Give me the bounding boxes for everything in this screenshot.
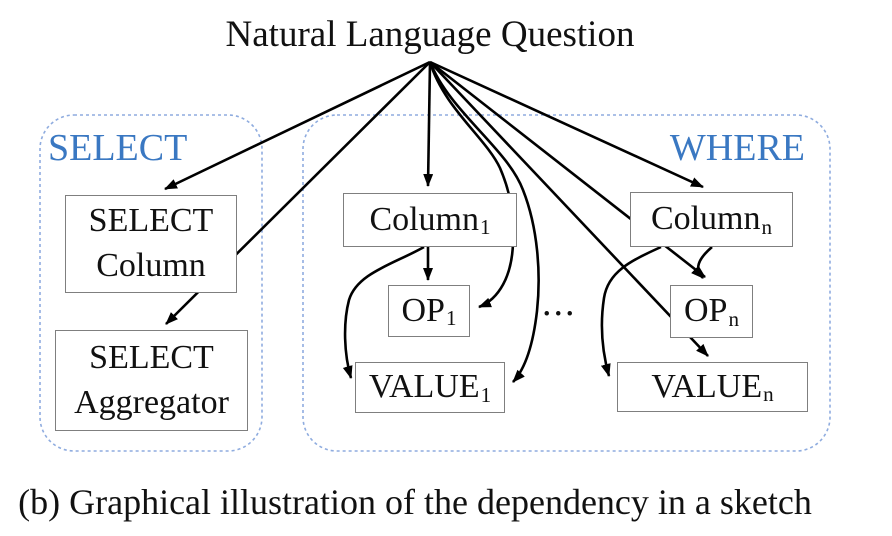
arrow-question-to-value-n <box>429 61 709 357</box>
arrow-question-to-column-1 <box>423 61 434 187</box>
node-value-n: VALUEn <box>617 362 808 412</box>
arrow-column-n-to-value-n <box>600 245 662 377</box>
node-op-n-subscript: n <box>728 306 739 331</box>
node-value-1: VALUE1 <box>355 362 505 413</box>
node-select-column-line1: SELECT <box>88 202 214 240</box>
arrow-question-to-select-column <box>164 60 431 191</box>
node-select-aggregator: SELECT Aggregator <box>55 330 248 431</box>
node-column-n-label: Column <box>650 200 761 238</box>
figure-caption: (b) Graphical illustration of the depend… <box>18 482 812 522</box>
arrow-column-n-to-op-n <box>690 246 713 279</box>
node-op-n: OPn <box>670 285 753 338</box>
node-column-n: Columnn <box>630 192 793 247</box>
node-column-1: Column1 <box>343 193 517 247</box>
node-value-n-label: VALUE <box>651 367 763 405</box>
node-select-aggregator-line2: Aggregator <box>74 383 229 421</box>
node-value-1-label: VALUE <box>368 368 480 406</box>
select-region-label: SELECT <box>48 127 188 169</box>
node-op-n-label: OP <box>683 292 728 330</box>
where-region-label: WHERE <box>669 127 805 169</box>
where-region-outline <box>302 114 831 452</box>
arrow-question-to-column-n <box>429 60 704 189</box>
node-value-1-subscript: 1 <box>480 382 492 407</box>
node-value-n-subscript: n <box>763 382 774 407</box>
arrow-question-to-value-1 <box>428 61 540 383</box>
node-column-1-subscript: 1 <box>480 215 491 240</box>
node-column-n-subscript: n <box>761 214 773 239</box>
node-op-1-subscript: 1 <box>445 306 457 331</box>
diagram-title: Natural Language Question <box>225 14 635 55</box>
node-select-aggregator-line1: SELECT <box>89 338 214 376</box>
node-op-1: OP1 <box>388 285 470 337</box>
arrow-question-to-op-1 <box>428 61 515 309</box>
ellipsis-between-where-slots: ... <box>542 282 577 324</box>
arrow-column-1-to-value-1 <box>342 245 425 379</box>
node-select-column: SELECT Column <box>65 195 237 293</box>
node-op-1-label: OP <box>401 291 445 329</box>
node-column-1-label: Column <box>369 200 480 238</box>
node-select-column-line2: Column <box>96 247 206 284</box>
